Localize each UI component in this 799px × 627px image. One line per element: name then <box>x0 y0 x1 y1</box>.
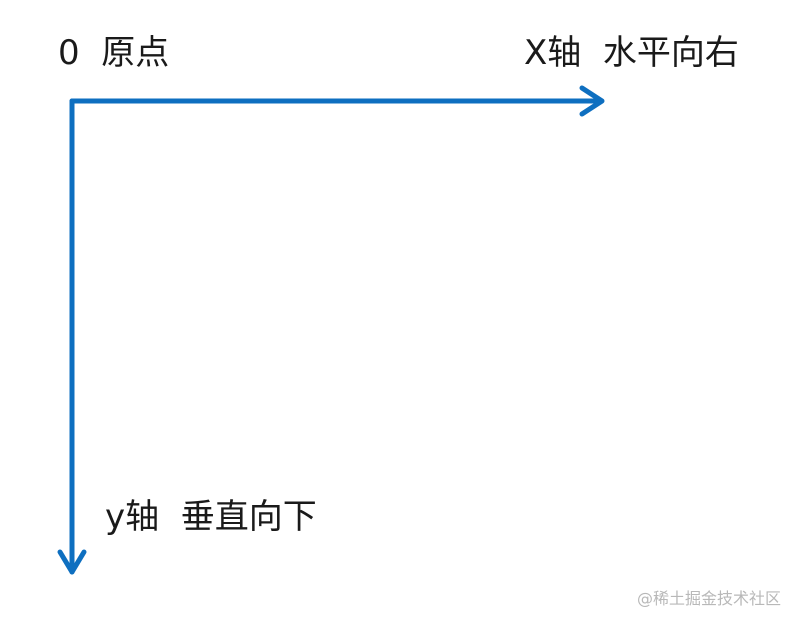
x-axis-arrowhead <box>579 85 605 117</box>
y-axis-label: y轴 垂直向下 <box>105 497 317 537</box>
watermark-text: @稀土掘金技术社区 <box>636 589 781 608</box>
x-axis-label: X轴 水平向右 <box>524 33 739 73</box>
y-axis-arrowhead <box>57 549 87 575</box>
origin-label: 0 原点 <box>58 33 170 73</box>
